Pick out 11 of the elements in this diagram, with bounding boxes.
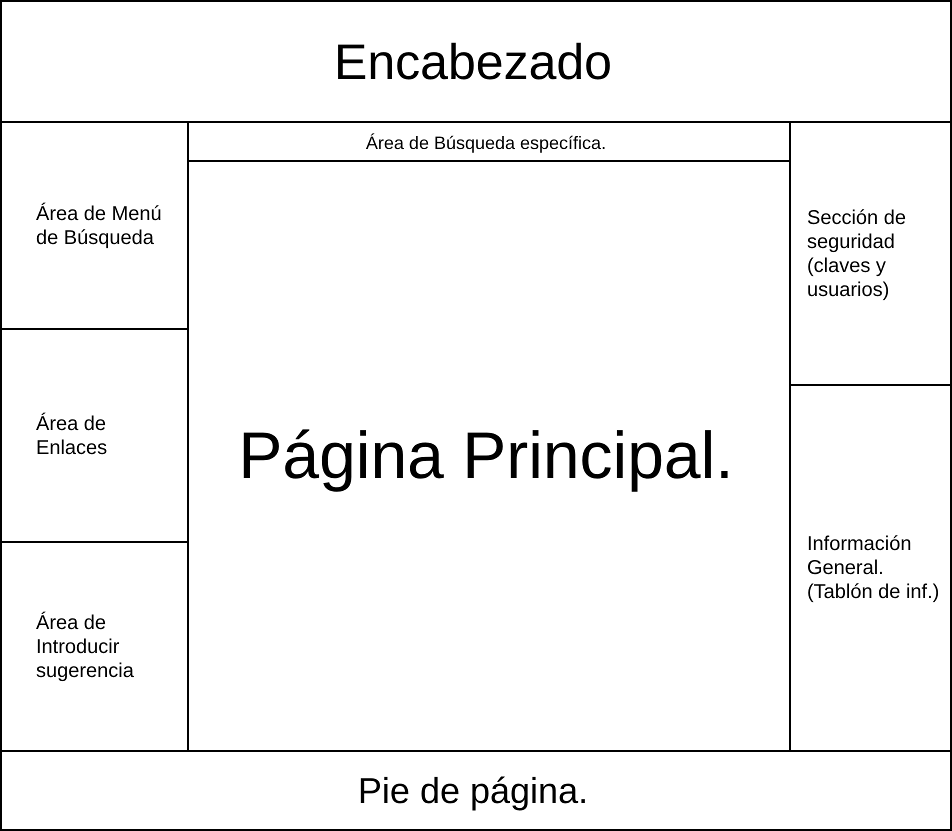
region-label: Pie de página. xyxy=(358,768,588,812)
region-label: Sección de seguridad (claves y usuarios) xyxy=(807,206,907,302)
header-box xyxy=(0,0,952,123)
region-label: Información General. (Tablón de inf.) xyxy=(807,532,940,604)
footer-box xyxy=(0,750,952,831)
region-label: Área de Introducir sugerencia xyxy=(36,610,135,682)
region-label: Área de Enlaces xyxy=(36,412,108,460)
region-label: Encabezado xyxy=(334,32,612,92)
search-label: Área de Búsqueda específica. xyxy=(366,133,606,155)
region-label: Página Principal. xyxy=(238,417,734,494)
region-label: Área de Menú de Búsqueda xyxy=(36,202,163,250)
